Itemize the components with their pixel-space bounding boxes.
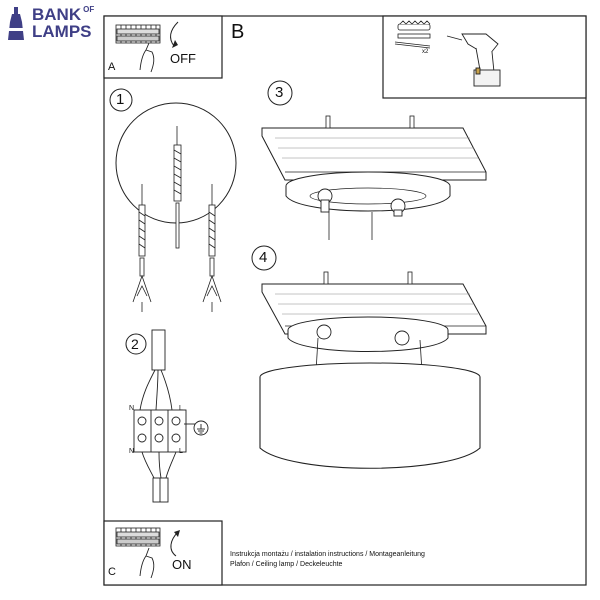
- dowel-quantity: x2: [422, 49, 429, 55]
- dowel-screw-icon: [394, 20, 431, 49]
- step-1-number: 1: [116, 91, 125, 108]
- step-3-diagram: [261, 80, 487, 240]
- drill-icon: [446, 33, 501, 87]
- panel-a-switch-text: OFF: [170, 51, 196, 66]
- step-3-number: 3: [275, 84, 284, 101]
- hand-icon: [139, 547, 155, 579]
- step-2-wiring: [125, 329, 209, 503]
- terminal-block-icon: [115, 24, 161, 44]
- panel-c: [103, 520, 223, 586]
- rotate-arrow-icon: [170, 21, 179, 47]
- step-4-number: 4: [259, 249, 268, 266]
- drum-shade: [259, 377, 481, 469]
- caption-line2: Plafon / Ceiling lamp / Deckeleuchte: [230, 561, 343, 568]
- terminal-block-icon: [115, 527, 161, 547]
- caption-line1: Instrukcja montażu / instalation instruc…: [230, 551, 425, 558]
- step-1-diagram: [109, 88, 237, 312]
- wire-neutral-top: N: [129, 405, 135, 412]
- logo-line2: LAMPS: [32, 22, 92, 41]
- sheet-frame: [103, 15, 587, 586]
- logo-of: OF: [83, 5, 95, 14]
- logo-bank: BANK: [32, 5, 82, 24]
- panel-a-letter: A: [108, 61, 116, 73]
- panel-a: [103, 15, 223, 79]
- wire-live-bottom: L: [179, 448, 183, 455]
- panel-b-letter: B: [231, 21, 245, 43]
- panel-c-switch-text: ON: [172, 557, 192, 572]
- earth-ground-icon: [193, 420, 209, 436]
- wire-live-top: L: [179, 405, 183, 412]
- lamp-socket-icon: [317, 188, 406, 217]
- panel-c-letter: C: [108, 566, 116, 578]
- step-2-number: 2: [131, 336, 139, 352]
- wire-neutral-bottom: N: [129, 448, 135, 455]
- step-4-diagram: [251, 245, 487, 469]
- hand-icon: [139, 42, 155, 73]
- panel-b-tools: [382, 15, 587, 99]
- lighthouse-logo-icon: [8, 7, 24, 40]
